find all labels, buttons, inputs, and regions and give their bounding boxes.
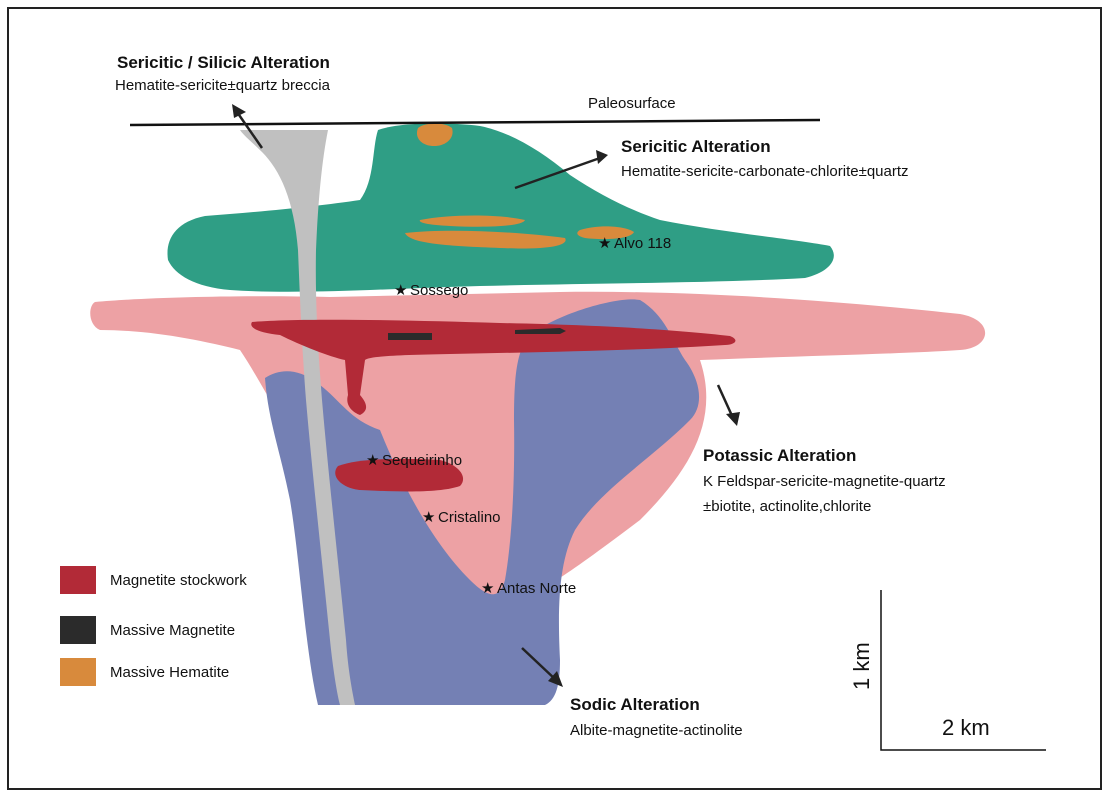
scale-vertical-label: 1 km xyxy=(849,642,874,690)
deposit-star-cristalino: ★ xyxy=(422,509,435,526)
legend-swatch-massive-magnetite xyxy=(60,616,96,644)
deposit-star-antas-norte: ★ xyxy=(481,580,494,597)
deposit-sossego: Sossego xyxy=(410,282,468,299)
sericitic-silicic-title: Sericitic / Silicic Alteration xyxy=(117,53,330,72)
potassic-title: Potassic Alteration xyxy=(703,446,856,465)
deposit-alvo118: Alvo 118 xyxy=(614,235,671,252)
paleosurface-label: Paleosurface xyxy=(588,95,676,112)
sericitic-title: Sericitic Alteration xyxy=(621,137,771,156)
potassic-desc-2: ±biotite, actinolite,chlorite xyxy=(703,498,871,515)
legend-label-magnetite-stockwork: Magnetite stockwork xyxy=(110,572,247,589)
deposit-antas-norte: Antas Norte xyxy=(497,580,576,597)
sodic-title: Sodic Alteration xyxy=(570,695,700,714)
legend-swatch-magnetite-stockwork xyxy=(60,566,96,594)
massive-magnetite-lens-1 xyxy=(388,333,432,340)
scale-horizontal-label: 2 km xyxy=(942,715,990,740)
deposit-star-sossego: ★ xyxy=(394,282,407,299)
deposit-star-sequeirinho: ★ xyxy=(366,452,379,469)
deposit-cristalino: Cristalino xyxy=(438,509,501,526)
sericitic-desc: Hematite-sericite-carbonate-chlorite±qua… xyxy=(621,163,909,180)
legend-swatch-massive-hematite xyxy=(60,658,96,686)
potassic-desc-1: K Feldspar-sericite-magnetite-quartz xyxy=(703,473,946,490)
arrow-potassic xyxy=(718,385,733,418)
deposit-sequeirinho: Sequeirinho xyxy=(382,452,462,469)
sodic-desc: Albite-magnetite-actinolite xyxy=(570,722,743,739)
legend-label-massive-magnetite: Massive Magnetite xyxy=(110,622,235,639)
sericitic-silicic-desc: Hematite-sericite±quartz breccia xyxy=(115,77,331,94)
paleosurface-line xyxy=(130,120,820,125)
deposit-star-alvo118: ★ xyxy=(598,235,611,252)
legend-label-massive-hematite: Massive Hematite xyxy=(110,664,229,681)
